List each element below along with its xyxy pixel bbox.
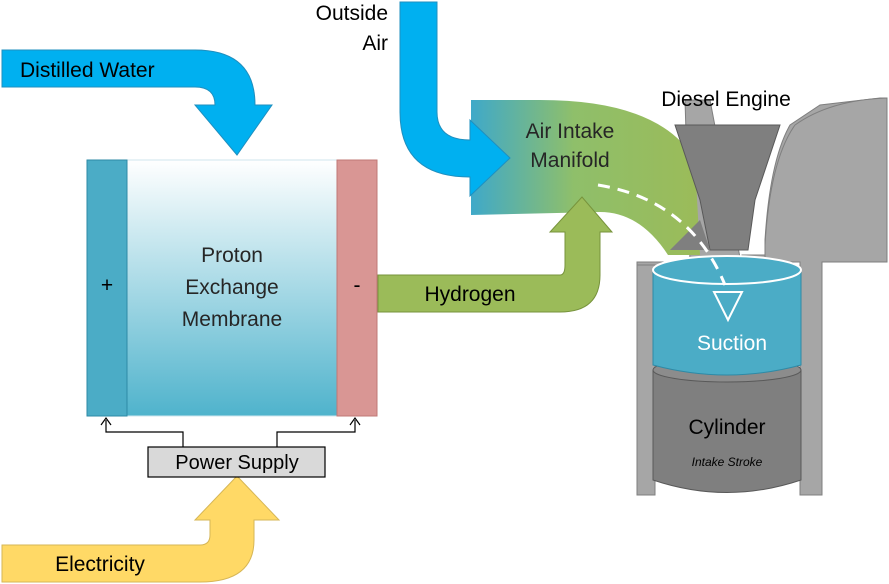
- suction-label: Suction: [697, 332, 767, 355]
- electricity-arrow: [1, 475, 281, 583]
- air-flow-path: [597, 183, 744, 323]
- power-supply-box: [147, 446, 326, 478]
- membrane-label-line2: Exchange: [185, 276, 278, 299]
- distilled-water-arrow: [1, 49, 273, 156]
- distilled-water-label: Distilled Water: [20, 59, 155, 82]
- negative-label: -: [354, 274, 361, 297]
- fuel-cell: [86, 159, 378, 417]
- membrane-label-line3: Membrane: [182, 308, 282, 331]
- electricity-label: Electricity: [55, 553, 145, 576]
- negative-electrode: [336, 159, 378, 417]
- suction-volume: [652, 255, 802, 376]
- intake-stroke-label: Intake Stroke: [692, 455, 763, 469]
- power-supply-label: Power Supply: [175, 452, 298, 474]
- cylinder-label: Cylinder: [688, 416, 765, 439]
- air-intake-label-line1: Air Intake: [526, 120, 615, 143]
- positive-electrode: [86, 159, 128, 417]
- air-intake-manifold: [471, 100, 700, 255]
- diesel-engine-label: Diesel Engine: [661, 88, 791, 111]
- hydrogen-arrow: [377, 196, 614, 313]
- membrane-label-line1: Proton: [201, 244, 263, 267]
- positive-label: +: [101, 274, 113, 297]
- outside-air-arrow: [399, 1, 511, 198]
- power-supply-wiring: [100, 416, 361, 447]
- outside-air-label-line1: Outside: [316, 2, 388, 25]
- outside-air-label-line2: Air: [362, 32, 388, 55]
- air-intake-label-line2: Manifold: [530, 149, 609, 172]
- hydrogen-label: Hydrogen: [424, 283, 515, 306]
